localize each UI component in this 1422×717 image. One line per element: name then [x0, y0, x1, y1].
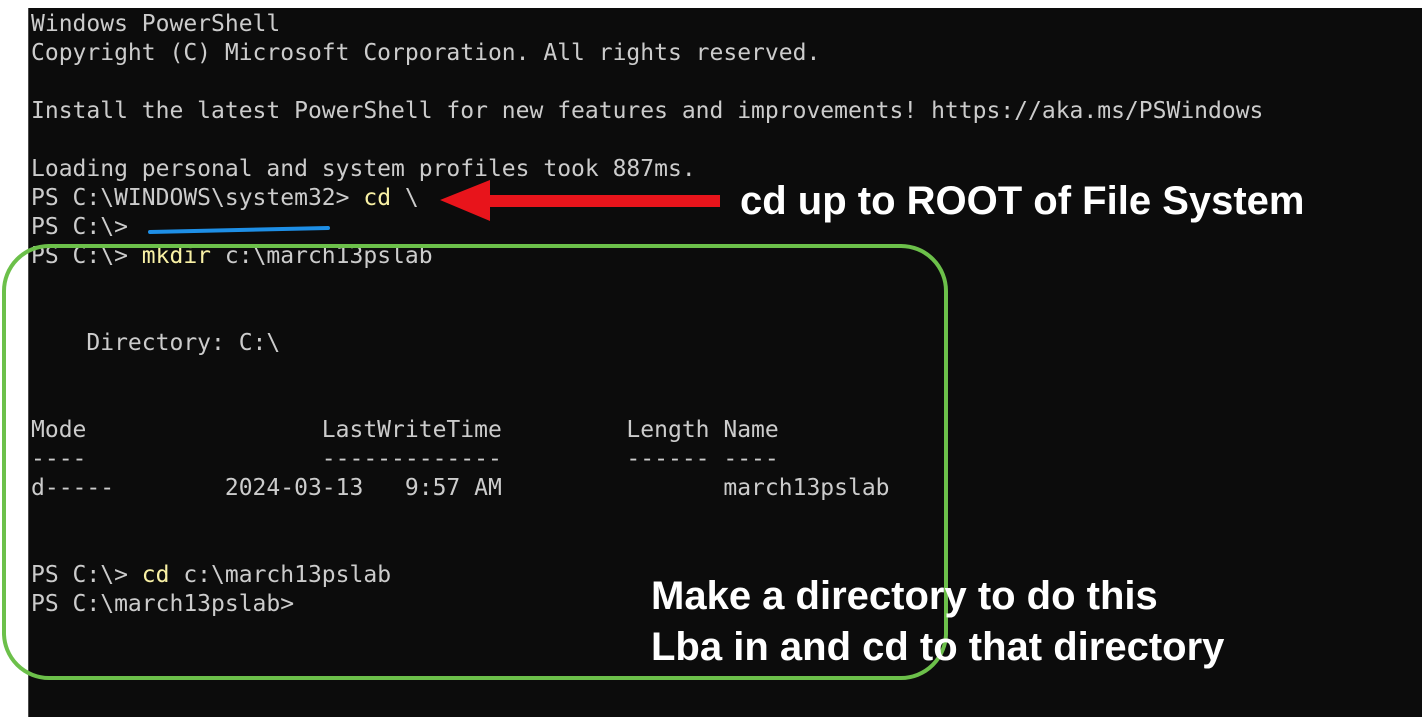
table-separator: ---- ------------- ------ ---- — [31, 446, 779, 472]
command-args: c:\march13pslab — [169, 562, 392, 588]
profile-load-line: Loading personal and system profiles too… — [31, 156, 696, 182]
annotation-mkdir-line1: Make a directory to do this — [651, 574, 1158, 618]
prompt-text: PS C:\> — [31, 562, 142, 588]
prompt-line-mkdir: PS C:\> mkdir c:\march13pslab — [31, 242, 433, 271]
prompt-text: PS C:\WINDOWS\system32> — [31, 185, 364, 211]
annotation-cd-root: cd up to ROOT of File System — [740, 179, 1305, 223]
prompt-text: PS C:\> — [31, 243, 142, 269]
copyright-line: Copyright (C) Microsoft Corporation. All… — [31, 40, 821, 66]
prompt-text: PS C:\march13pslab> — [31, 591, 295, 617]
command-name: cd — [363, 185, 392, 211]
table-header: Mode LastWriteTime Length Name — [31, 417, 779, 443]
terminal-title-line: Windows PowerShell — [31, 11, 281, 37]
prompt-line-cd-root: PS C:\WINDOWS\system32> cd \ — [31, 184, 419, 213]
prompt-line-cd-lab: PS C:\> cd c:\march13pslab — [31, 561, 391, 590]
annotation-mkdir-line2: Lba in and cd to that directory — [651, 625, 1225, 669]
command-args: c:\march13pslab — [211, 243, 433, 269]
install-notice-line: Install the latest PowerShell for new fe… — [31, 98, 1264, 124]
prompt-text: PS C:\> — [31, 214, 142, 240]
directory-label: Directory: C:\ — [31, 330, 281, 356]
command-name: cd — [141, 562, 170, 588]
prompt-line-current: PS C:\march13pslab> — [31, 590, 294, 619]
command-name: mkdir — [141, 243, 212, 269]
table-row: d----- 2024-03-13 9:57 AM march13pslab — [31, 475, 890, 501]
command-args: \ — [391, 185, 419, 211]
prompt-line-root: PS C:\> — [31, 213, 142, 242]
